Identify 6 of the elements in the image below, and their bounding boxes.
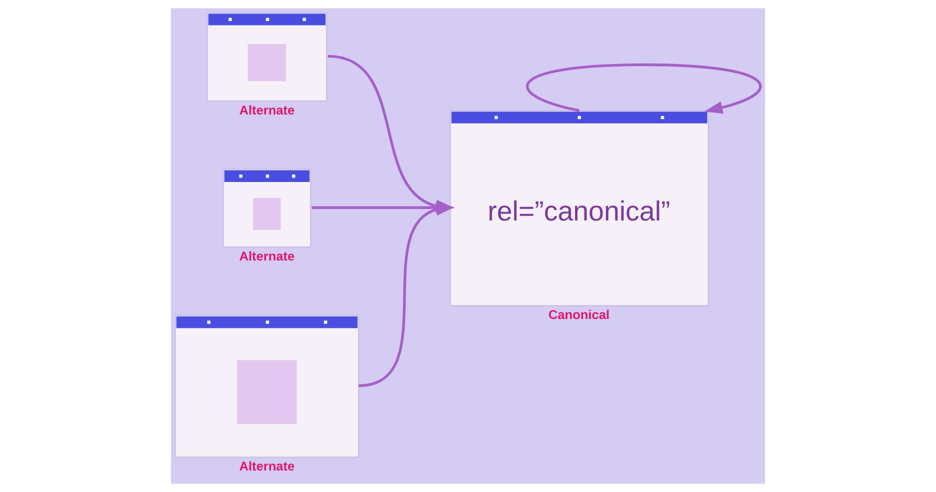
arrow [358, 202, 454, 387]
node-label: Alternate [239, 102, 295, 118]
node-label: Canonical [548, 307, 610, 322]
node-label: Alternate [239, 458, 295, 474]
arrow [526, 63, 762, 114]
node-label: Alternate [239, 248, 295, 264]
